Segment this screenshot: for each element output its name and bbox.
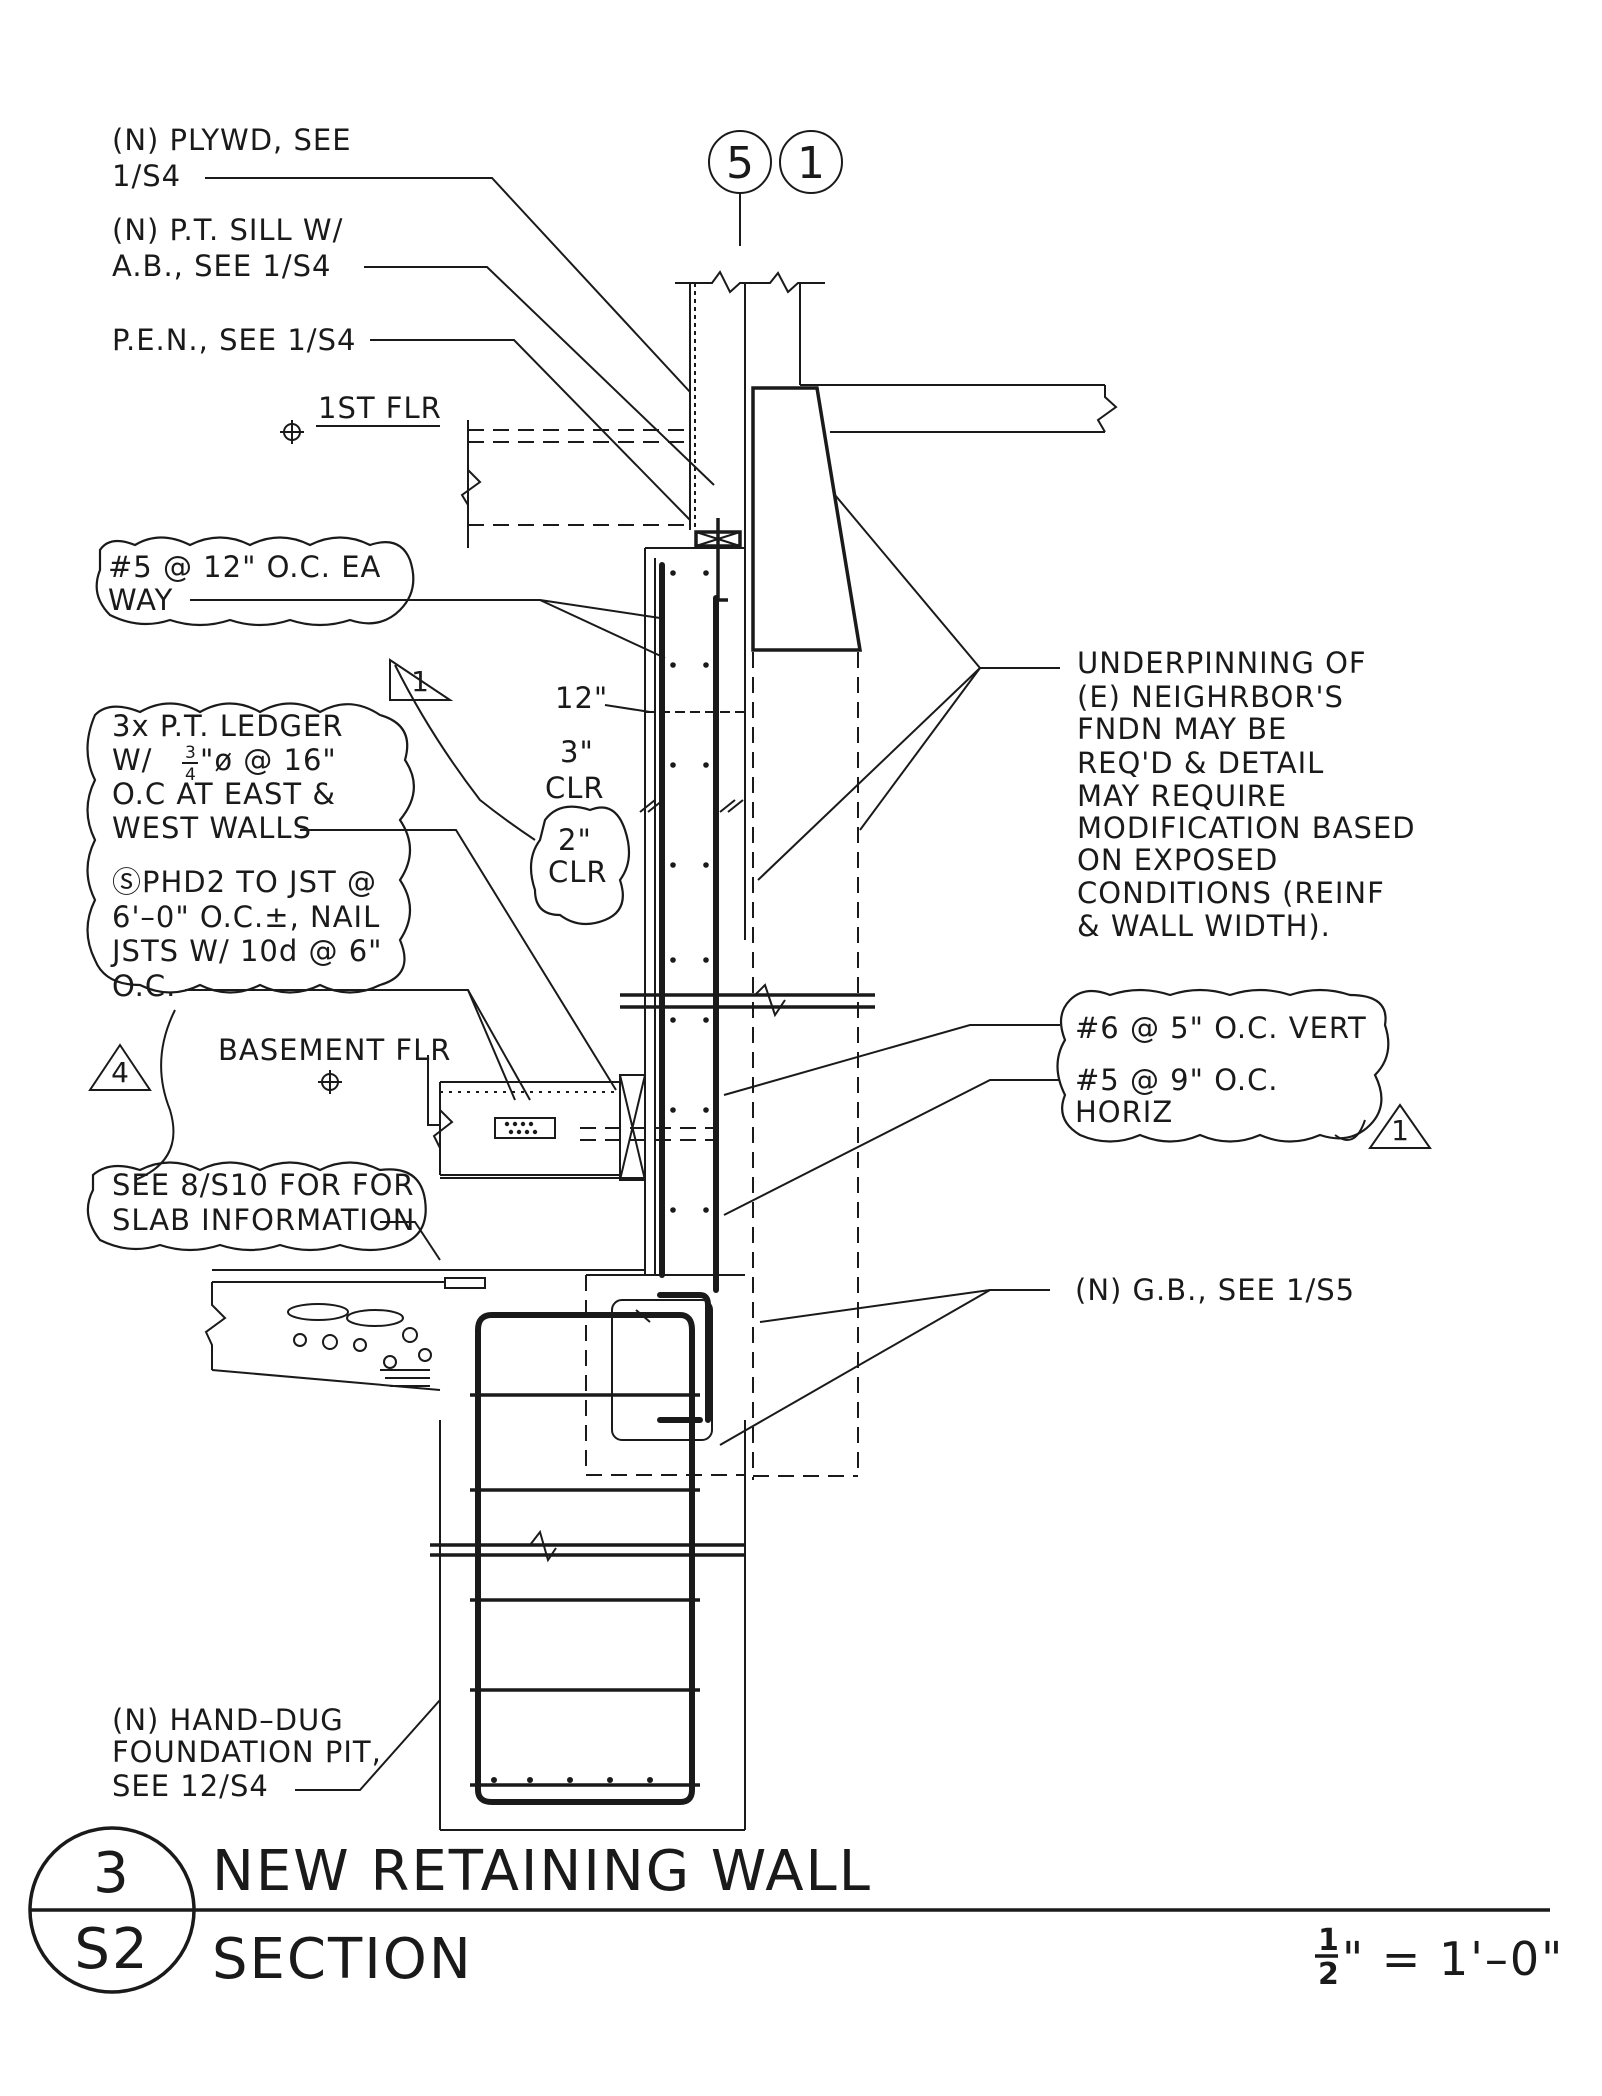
title-line2: SECTION: [212, 1927, 473, 1992]
note-underpin-line2: (E) NEIGHRBOR'S: [1077, 680, 1344, 714]
foundation-pit: [430, 1312, 746, 1831]
notes-left: (N) PLYWD, SEE 1/S4 (N) P.T. SILL W/ A.B…: [108, 123, 608, 1803]
first-floor-label: 1ST FLR: [318, 391, 442, 425]
note-pit-line3: SEE 12/S4: [112, 1769, 269, 1803]
note-underpin-line9: & WALL WIDTH).: [1077, 909, 1331, 943]
scale-rest: " = 1'–0": [1342, 1932, 1564, 1986]
note-phd2-line1: ⓈPHD2 TO JST @: [112, 865, 377, 899]
note-ledger-line2a: W/: [112, 743, 152, 777]
note-underpin-line1: UNDERPINNING OF: [1077, 646, 1367, 680]
detail-number: 3: [93, 1841, 131, 1906]
first-floor-marker: 1ST FLR: [280, 391, 442, 444]
dim-2clr-line2: CLR: [548, 855, 608, 889]
note-rebar-line1: #5 @ 12" O.C. EA: [108, 550, 381, 584]
first-floor-framing: [460, 283, 742, 602]
revision-clouds: 1 4 1: [86, 536, 1432, 1252]
note-ledger-frac-den: 4: [185, 765, 196, 785]
note-gb: (N) G.B., SEE 1/S5: [1075, 1273, 1355, 1307]
dim-12: 12": [555, 681, 608, 715]
dim-3clr-line2: CLR: [545, 771, 605, 805]
note-horiz-line1: #5 @ 9" O.C.: [1075, 1063, 1279, 1097]
rebar-dots-pit: [491, 1777, 653, 1783]
note-horiz-line2: HORIZ: [1075, 1095, 1173, 1129]
note-ledger-line1: 3x P.T. LEDGER: [112, 709, 344, 743]
sheet-number: S2: [74, 1917, 149, 1982]
dim-2clr-line1: 2": [558, 823, 592, 857]
hanger-nails: [504, 1121, 538, 1135]
note-pit-line1: (N) HAND–DUG: [112, 1703, 344, 1737]
grid-bubble-right-label: 1: [797, 138, 825, 189]
note-ledger-line3: O.C AT EAST &: [112, 777, 336, 811]
grid-line-bubble: 5 1: [708, 130, 843, 246]
note-sill-line2: A.B., SEE 1/S4: [112, 249, 331, 283]
note-ledger-line4: WEST WALLS: [112, 811, 312, 845]
detail-title-block: 3 S2 NEW RETAINING WALL SECTION 1 2 " = …: [28, 1826, 1564, 1994]
scale-denominator: 2: [1318, 1957, 1339, 1992]
note-plywd-line2: 1/S4: [112, 159, 181, 193]
note-slab-line2: SLAB INFORMATION: [112, 1203, 415, 1237]
note-underpin-line8: CONDITIONS (REINF: [1077, 876, 1385, 910]
note-underpin-line7: ON EXPOSED: [1077, 843, 1278, 877]
basement-floor-marker: BASEMENT FLR: [218, 1033, 451, 1094]
note-underpin-line6: MODIFICATION BASED: [1077, 811, 1416, 845]
note-underpin-line5: MAY REQUIRE: [1077, 779, 1287, 813]
leader-lines: [185, 177, 1060, 1791]
note-underpin-line3: FNDN MAY BE: [1077, 712, 1287, 746]
basement-floor-label: BASEMENT FLR: [218, 1033, 451, 1067]
revision-4-label: 4: [111, 1056, 129, 1089]
note-phd2-line2: 6'–0" O.C.±, NAIL: [112, 900, 380, 934]
note-pen: P.E.N., SEE 1/S4: [112, 323, 356, 357]
dim-3clr-line1: 3": [560, 735, 594, 769]
rebar-dots-wall: [670, 570, 709, 1213]
revision-1-label-a: 1: [411, 665, 429, 698]
note-plywd-line1: (N) PLYWD, SEE: [112, 123, 352, 157]
note-rebar-line2: WAY: [108, 583, 173, 617]
grid-bubble-left-label: 5: [726, 138, 754, 189]
note-phd2-line4: O.C.: [112, 969, 176, 1003]
note-underpin-line4: REQ'D & DETAIL: [1077, 746, 1324, 780]
revision-1-label-b: 1: [1391, 1114, 1409, 1147]
scale-label: 1 2 " = 1'–0": [1315, 1923, 1564, 1992]
note-ledger-frac-num: 3: [185, 743, 196, 763]
existing-neighbor-foundation: [675, 270, 1118, 1480]
title-line1: NEW RETAINING WALL: [212, 1839, 872, 1904]
note-pit-line2: FOUNDATION PIT,: [112, 1735, 382, 1769]
note-slab-line1: SEE 8/S10 FOR FOR: [112, 1168, 415, 1202]
gravel-fill: [287, 1303, 432, 1387]
note-sill-line1: (N) P.T. SILL W/: [112, 213, 343, 247]
notes-right: UNDERPINNING OF (E) NEIGHRBOR'S FNDN MAY…: [1075, 646, 1416, 1307]
note-vert: #6 @ 5" O.C. VERT: [1075, 1011, 1367, 1045]
grade-beam: [585, 1274, 745, 1476]
note-ledger-line2b: "ø @ 16": [200, 743, 337, 777]
note-phd2-line3: JSTS W/ 10d @ 6": [110, 934, 383, 968]
basement-floor-framing: [204, 1081, 645, 1391]
scale-numerator: 1: [1318, 1923, 1339, 1958]
new-retaining-wall: [580, 547, 875, 1293]
